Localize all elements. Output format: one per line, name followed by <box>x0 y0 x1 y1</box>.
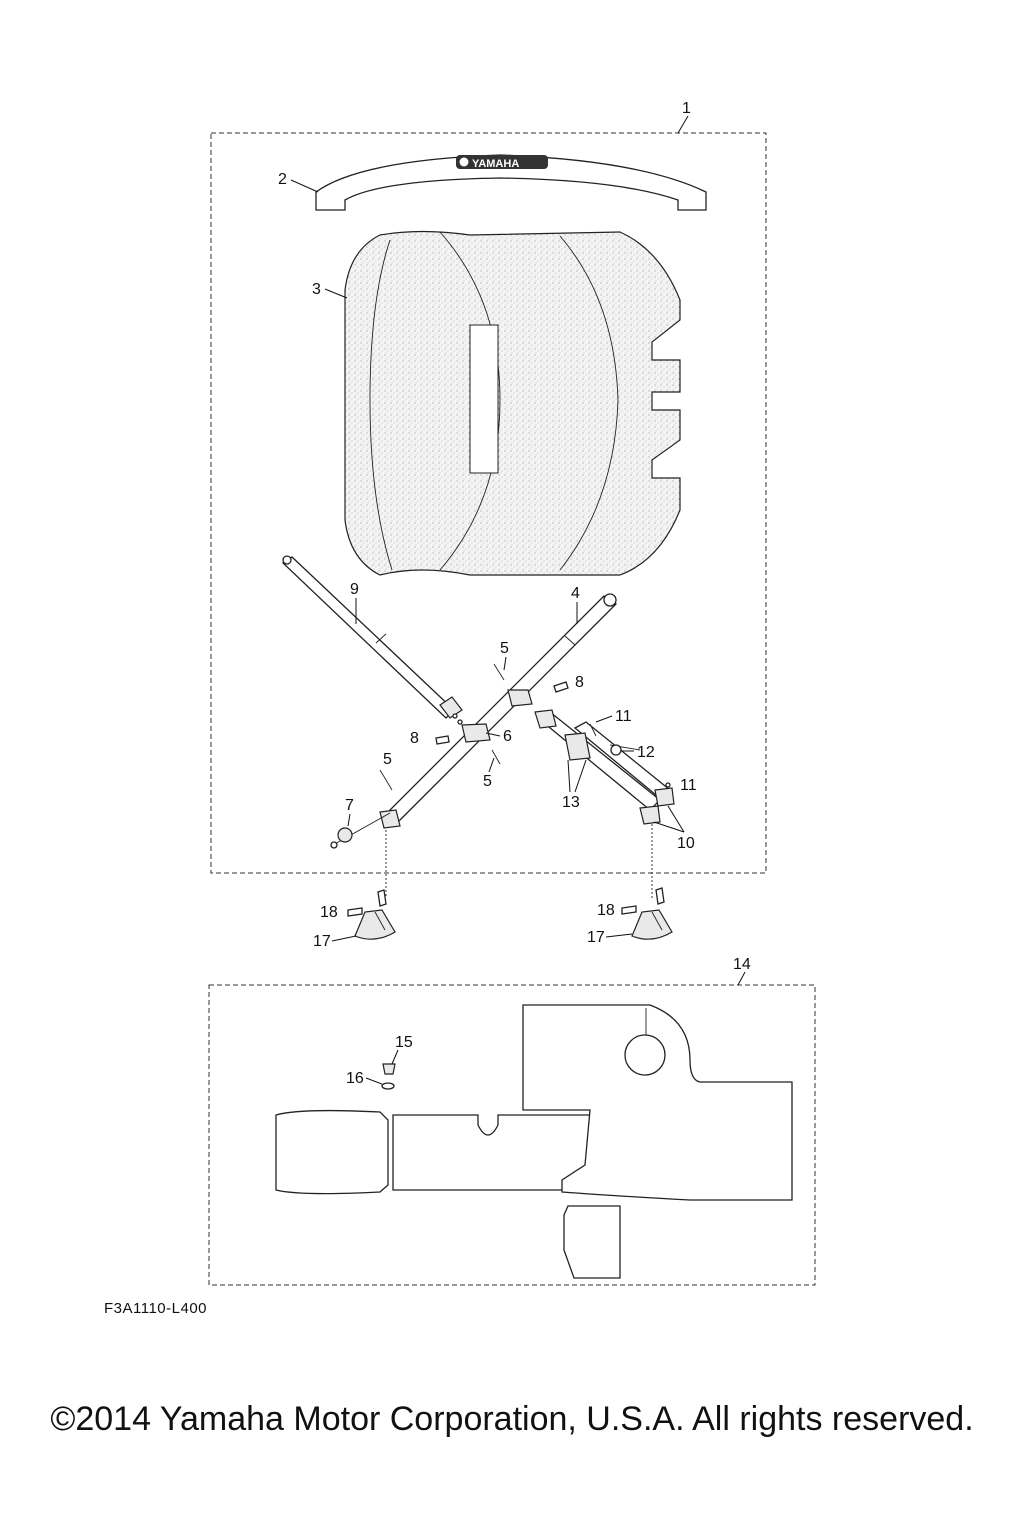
part-2-top-bar: YAMAHA <box>315 154 707 211</box>
part-4-pole <box>379 593 618 829</box>
callouts: 1 2 3 9 4 5 8 11 8 6 12 5 5 11 13 7 10 1 <box>278 100 751 1087</box>
part-14-mat-kit <box>275 1004 793 1279</box>
callout-18-right: 18 <box>597 902 615 919</box>
pins <box>379 663 671 791</box>
callout-10: 10 <box>677 835 695 852</box>
bracket-right <box>621 824 673 940</box>
callout-5-left: 5 <box>383 751 392 768</box>
callout-11-top: 11 <box>615 708 632 725</box>
part-7-knob <box>330 812 391 849</box>
callout-14: 14 <box>733 956 751 973</box>
callout-5-mid: 5 <box>483 773 492 790</box>
callout-4: 4 <box>571 585 580 602</box>
bracket-left <box>347 830 396 940</box>
part-3-seat-cover <box>344 230 681 576</box>
callout-15: 15 <box>395 1034 413 1051</box>
mat-center <box>392 1114 591 1191</box>
callout-6: 6 <box>503 728 512 745</box>
mat-small <box>563 1205 621 1279</box>
callout-3: 3 <box>312 281 321 298</box>
brand-logo-text: YAMAHA <box>472 158 519 170</box>
mat-main <box>522 1004 793 1201</box>
callout-8-left: 8 <box>410 730 419 747</box>
assembly-box-1 <box>210 132 767 874</box>
mat-rear <box>275 1109 389 1195</box>
callout-17-left: 17 <box>313 933 331 950</box>
callout-2: 2 <box>278 171 287 188</box>
callout-5-top: 5 <box>500 640 509 657</box>
part-9-pole <box>281 555 463 719</box>
mat-screw <box>382 1063 396 1075</box>
drawing-code: F3A1110-L400 <box>104 1300 208 1317</box>
callout-12: 12 <box>637 744 655 761</box>
callout-13: 13 <box>562 794 580 811</box>
callout-18-left: 18 <box>320 904 338 921</box>
callout-7: 7 <box>345 797 354 814</box>
callout-9: 9 <box>350 581 359 598</box>
callout-8-right: 8 <box>575 674 584 691</box>
part-10-strut <box>534 709 675 825</box>
callout-17-right: 17 <box>587 929 605 946</box>
callout-16: 16 <box>346 1070 364 1087</box>
assembly-box-14 <box>208 984 816 1286</box>
copyright-notice: ©2014 Yamaha Motor Corporation, U.S.A. A… <box>50 1400 974 1438</box>
callout-11-bottom: 11 <box>680 777 697 794</box>
callout-1: 1 <box>682 100 691 117</box>
